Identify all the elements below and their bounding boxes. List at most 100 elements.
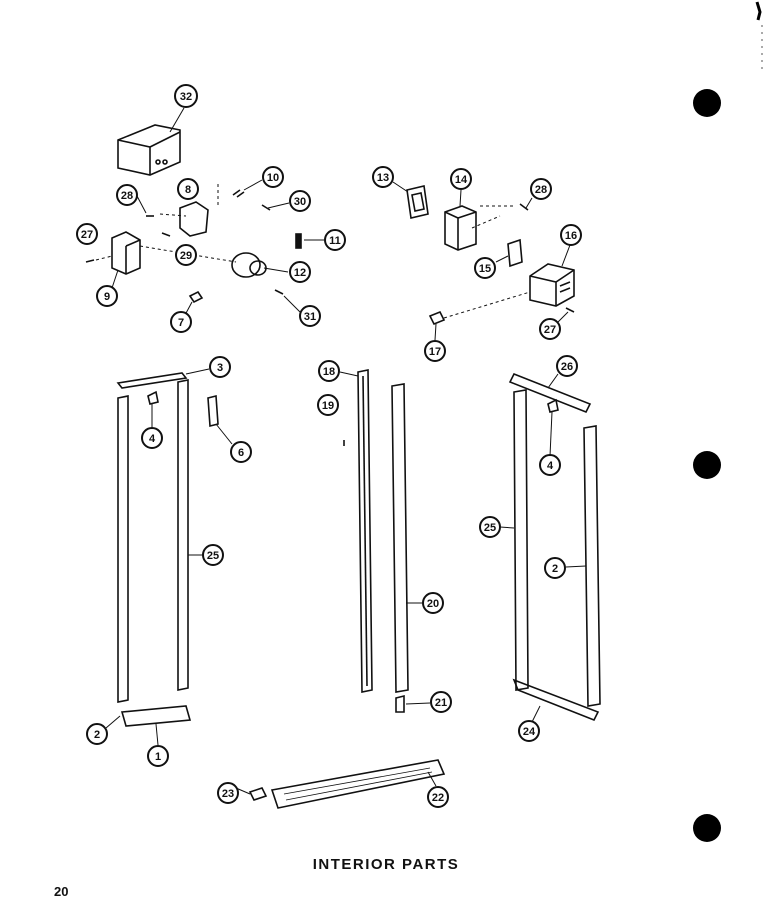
callout-18: 18 bbox=[318, 360, 359, 382]
callout-label: 21 bbox=[435, 697, 447, 709]
callout-label: 12 bbox=[294, 267, 306, 279]
callout-21: 21 bbox=[405, 691, 452, 713]
callout-label: 24 bbox=[523, 726, 536, 738]
binder-hole-top bbox=[693, 89, 721, 117]
part-right-bottom-channel bbox=[512, 678, 600, 722]
callout-label: 13 bbox=[377, 172, 389, 184]
callout-10: 10 bbox=[243, 166, 284, 191]
diagram-caption: INTERIOR PARTS bbox=[312, 856, 460, 873]
part-bracket bbox=[207, 394, 219, 428]
callout-23: 23 bbox=[217, 782, 251, 804]
callout-4b: 4 bbox=[539, 411, 561, 476]
callout-label: 4 bbox=[547, 460, 554, 472]
callout-label: 30 bbox=[294, 196, 306, 208]
callout-label: 8 bbox=[185, 184, 191, 196]
callout-label: 2 bbox=[552, 563, 558, 575]
callout-label: 28 bbox=[121, 190, 133, 202]
callout-26: 26 bbox=[547, 355, 578, 389]
callout-17: 17 bbox=[424, 323, 446, 362]
callout-label: 4 bbox=[149, 433, 156, 445]
part-right-breaker-strip bbox=[177, 379, 189, 691]
callout-label: 10 bbox=[267, 172, 279, 184]
callout-label: 2 bbox=[94, 729, 100, 741]
part-control-housing bbox=[117, 124, 181, 176]
callout-2b: 2 bbox=[544, 557, 587, 579]
callout-label: 15 bbox=[479, 263, 491, 275]
callout-20: 20 bbox=[406, 592, 444, 614]
callout-22: 22 bbox=[427, 771, 449, 808]
callout-28b: 28 bbox=[525, 178, 552, 209]
callout-15: 15 bbox=[474, 255, 509, 279]
part-switch bbox=[444, 205, 477, 251]
scan-mark bbox=[755, 1, 762, 21]
callout-32: 32 bbox=[169, 84, 198, 133]
callout-label: 27 bbox=[544, 324, 556, 336]
callout-19: 19 bbox=[317, 394, 339, 416]
callout-label: 29 bbox=[180, 250, 192, 262]
part-right-top-channel bbox=[508, 372, 592, 414]
callout-label: 7 bbox=[178, 317, 184, 329]
callout-29: 29 bbox=[175, 244, 197, 266]
callout-3: 3 bbox=[185, 356, 231, 378]
part-right-breaker-left bbox=[513, 389, 529, 691]
callout-label: 20 bbox=[427, 598, 439, 610]
part-light-housing bbox=[529, 263, 575, 307]
callout-label: 22 bbox=[432, 792, 444, 804]
callout-8: 8 bbox=[177, 178, 199, 200]
callout-12: 12 bbox=[263, 261, 311, 283]
callout-25b: 25 bbox=[479, 516, 515, 538]
callouts: 32 28 8 10 30 29 27 9 7 11 12 31 13 14 2… bbox=[76, 84, 587, 808]
leader-lines bbox=[95, 184, 531, 319]
part-top-channel bbox=[116, 372, 188, 389]
page-number: 20 bbox=[54, 884, 69, 899]
part-thermostat bbox=[179, 201, 209, 237]
callout-7: 7 bbox=[170, 301, 193, 333]
callout-9: 9 bbox=[96, 269, 119, 307]
part-trim-strip bbox=[391, 383, 409, 693]
part-bottom-channel bbox=[120, 705, 192, 727]
callout-11: 11 bbox=[304, 229, 346, 251]
callout-label: 25 bbox=[484, 522, 496, 534]
part-toe-grille bbox=[270, 759, 446, 809]
callout-label: 9 bbox=[104, 291, 110, 303]
callout-label: 25 bbox=[207, 550, 219, 562]
callout-label: 11 bbox=[329, 235, 341, 247]
callout-30: 30 bbox=[267, 190, 311, 212]
callout-1: 1 bbox=[147, 723, 169, 767]
part-left-breaker-strip bbox=[117, 395, 129, 703]
callout-label: 16 bbox=[565, 230, 577, 242]
callout-6: 6 bbox=[215, 423, 252, 463]
part-right-breaker-right bbox=[583, 425, 601, 707]
callout-4: 4 bbox=[141, 404, 163, 449]
part-cover bbox=[111, 231, 141, 275]
binder-hole-bottom bbox=[693, 814, 721, 842]
callout-label: 27 bbox=[81, 229, 93, 241]
callout-label: 1 bbox=[155, 751, 161, 763]
callout-label: 26 bbox=[561, 361, 573, 373]
callout-14: 14 bbox=[450, 168, 472, 207]
callout-24: 24 bbox=[518, 705, 541, 742]
callout-16: 16 bbox=[560, 224, 582, 267]
part-plate bbox=[406, 185, 429, 219]
binder-hole-middle bbox=[693, 451, 721, 479]
callout-label: 28 bbox=[535, 184, 547, 196]
callout-label: 18 bbox=[323, 366, 335, 378]
callout-31: 31 bbox=[283, 295, 321, 327]
callout-label: 19 bbox=[322, 400, 334, 412]
part-gasket-strip bbox=[357, 369, 373, 693]
callout-25: 25 bbox=[188, 544, 224, 566]
callout-27b: 27 bbox=[539, 311, 569, 340]
callout-label: 23 bbox=[222, 788, 234, 800]
parts-drawing bbox=[85, 124, 601, 809]
callout-13: 13 bbox=[372, 166, 409, 193]
callout-2: 2 bbox=[86, 715, 121, 745]
callout-label: 17 bbox=[429, 346, 441, 358]
callout-label: 3 bbox=[217, 362, 223, 374]
callout-label: 14 bbox=[455, 174, 468, 186]
callout-28: 28 bbox=[116, 184, 147, 214]
callout-label: 32 bbox=[180, 91, 192, 103]
part-fan-motor bbox=[231, 252, 261, 278]
callout-27: 27 bbox=[76, 223, 98, 245]
callout-label: 31 bbox=[304, 311, 316, 323]
